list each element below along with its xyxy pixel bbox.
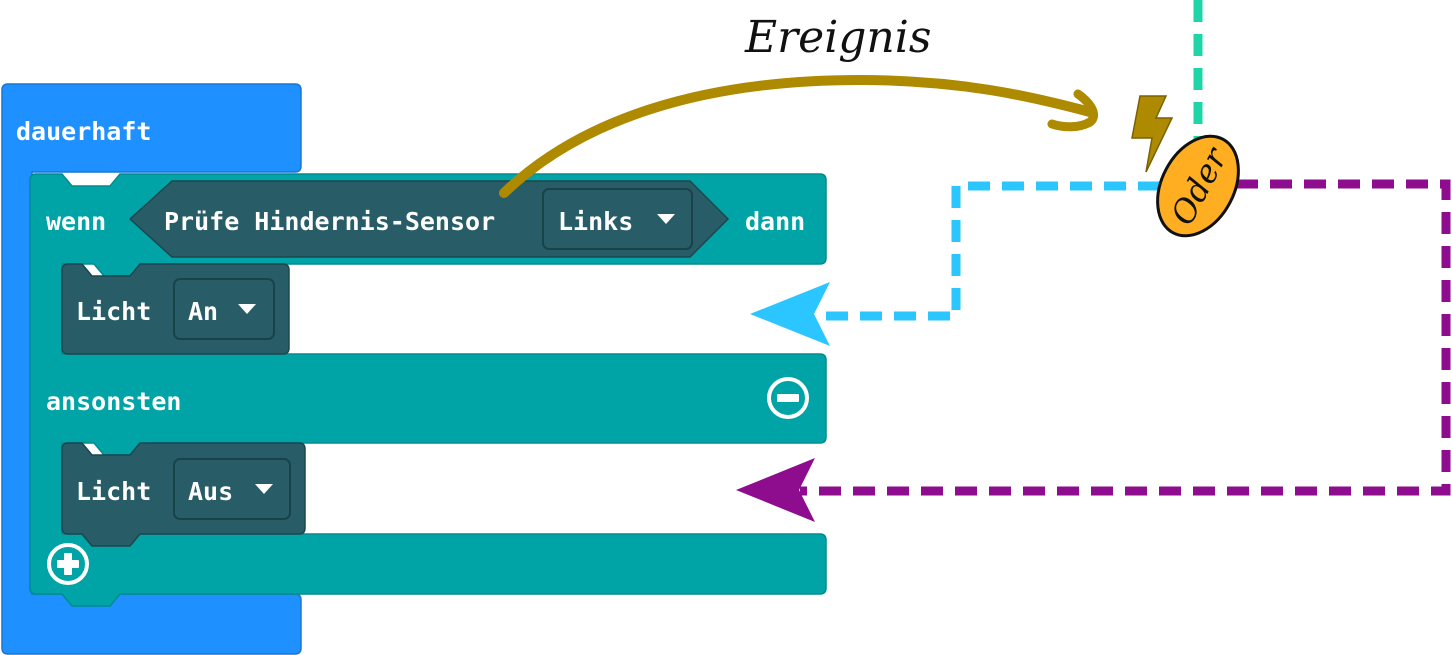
- plus-circle-icon[interactable]: [47, 543, 89, 585]
- light-off-block[interactable]: Licht Aus: [61, 442, 306, 547]
- if-block-shape: [29, 173, 827, 607]
- or-badge: Oder: [1156, 134, 1240, 238]
- event-arrow-head: [1047, 89, 1098, 132]
- sensor-side-dropdown[interactable]: Links: [542, 188, 693, 250]
- light-on-block[interactable]: Licht An: [61, 263, 290, 355]
- forever-block[interactable]: dauerhaft: [1, 83, 302, 655]
- condition-label: Prüfe Hindernis-Sensor: [164, 207, 495, 236]
- lightning-bolt-icon: [1131, 95, 1174, 173]
- sensor-side-value: Links: [558, 207, 633, 236]
- light-off-label: Licht: [76, 477, 151, 506]
- false-path-arrowhead: [736, 458, 815, 522]
- minus-circle-icon[interactable]: [767, 377, 809, 419]
- event-arrow-curve: [499, 74, 1095, 198]
- chevron-down-icon: [255, 484, 273, 494]
- sensor-condition-block[interactable]: Prüfe Hindernis-Sensor Links: [128, 180, 730, 258]
- if-label: wenn: [46, 207, 106, 236]
- light-off-dropdown[interactable]: Aus: [173, 458, 291, 520]
- chevron-down-icon: [238, 304, 256, 314]
- light-on-label: Licht: [76, 297, 151, 326]
- false-path-line: [800, 179, 1451, 496]
- if-else-block[interactable]: wenn dann ansonsten: [29, 173, 827, 607]
- forever-label: dauerhaft: [16, 117, 151, 146]
- else-label: ansonsten: [46, 387, 181, 416]
- light-off-value: Aus: [188, 477, 233, 506]
- true-path-line: [818, 181, 1160, 321]
- light-on-dropdown[interactable]: An: [173, 278, 275, 340]
- forever-block-shape: [1, 83, 302, 655]
- event-label: Ereignis: [744, 12, 931, 63]
- chevron-down-icon: [657, 214, 675, 224]
- light-on-value: An: [188, 297, 218, 326]
- then-label: dann: [745, 207, 805, 236]
- true-path-arrowhead: [750, 282, 830, 346]
